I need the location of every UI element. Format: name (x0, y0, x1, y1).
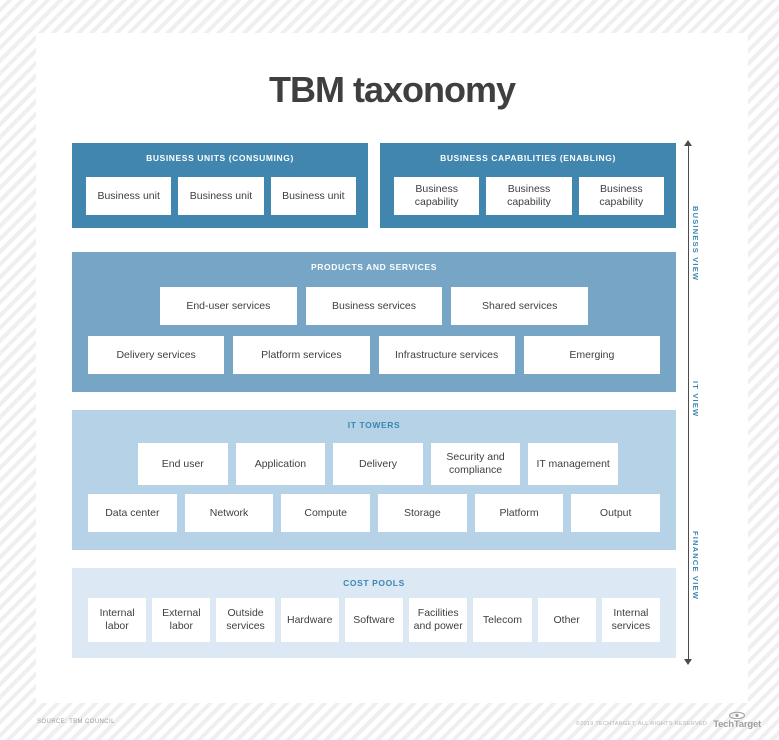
box-internal-services: Internal services (601, 598, 660, 642)
section-it-towers: IT TOWERS End user Application Delivery … (72, 410, 676, 550)
box-platform: Platform (474, 494, 564, 532)
box-data-center: Data center (88, 494, 177, 532)
box-shared-services: Shared services (451, 287, 589, 325)
section-business-capabilities: BUSINESS CAPABILITIES (ENABLING) Busines… (380, 143, 676, 228)
techtarget-logo: TechTarget (713, 710, 761, 730)
box-it-management: IT management (528, 443, 618, 485)
view-axis-line (688, 145, 689, 660)
box-compute: Compute (281, 494, 371, 532)
box-end-user: End user (138, 443, 228, 485)
copyright-text: ©2019 TECHTARGET, ALL RIGHTS RESERVED (575, 721, 708, 727)
section-business-capabilities-header: BUSINESS CAPABILITIES (ENABLING) (440, 153, 616, 163)
view-label-it: IT VIEW (691, 381, 700, 418)
box-outside-services: Outside services (216, 598, 275, 642)
view-label-business: BUSINESS VIEW (691, 206, 700, 282)
arrow-up-icon (684, 140, 692, 146)
business-units-row: Business unit Business unit Business uni… (86, 177, 356, 215)
footer-right: ©2019 TECHTARGET, ALL RIGHTS RESERVED Te… (576, 710, 761, 730)
box-emerging: Emerging (523, 336, 660, 374)
business-capabilities-row: Business capability Business capability … (394, 177, 664, 215)
source-note: SOURCE: TBM COUNCIL (37, 719, 115, 725)
box-security-compliance: Security and compliance (430, 443, 521, 485)
box-storage: Storage (378, 494, 467, 532)
box-business-capability: Business capability (486, 177, 572, 215)
box-business-unit: Business unit (178, 177, 264, 215)
box-internal-labor: Internal labor (88, 598, 147, 642)
section-business-units: BUSINESS UNITS (CONSUMING) Business unit… (72, 143, 368, 228)
box-delivery: Delivery (333, 443, 423, 485)
section-business-units-header: BUSINESS UNITS (CONSUMING) (146, 153, 294, 163)
products-services-row-2: Delivery services Platform services Infr… (88, 336, 660, 374)
view-label-finance: FINANCE VIEW (691, 531, 700, 600)
page-title: TBM taxonomy (268, 69, 516, 110)
cost-pools-row: Internal labor External labor Outside se… (88, 598, 660, 642)
box-network: Network (184, 494, 274, 532)
eye-icon (729, 711, 746, 719)
box-business-capability: Business capability (578, 177, 664, 215)
box-business-services: Business services (305, 287, 443, 325)
section-cost-pools-header: COST POOLS (343, 578, 405, 588)
box-external-labor: External labor (152, 598, 211, 642)
box-delivery-services: Delivery services (88, 336, 225, 374)
box-facilities-power: Facilities and power (409, 598, 468, 642)
box-end-user-services: End-user services (160, 287, 297, 325)
products-services-row-1: End-user services Business services Shar… (160, 287, 589, 325)
box-other: Other (537, 598, 596, 642)
box-infrastructure-services: Infrastructure services (378, 336, 515, 374)
arrow-down-icon (684, 659, 692, 665)
section-it-towers-header: IT TOWERS (347, 420, 401, 430)
it-towers-row-2: Data center Network Compute Storage Plat… (88, 494, 661, 532)
box-business-capability: Business capability (394, 177, 480, 215)
box-application: Application (235, 443, 326, 485)
section-products-services-header: PRODUCTS AND SERVICES (311, 262, 437, 272)
box-software: Software (344, 598, 404, 642)
box-output: Output (571, 494, 661, 532)
box-hardware: Hardware (280, 598, 339, 642)
box-business-unit: Business unit (270, 177, 356, 215)
techtarget-logo-text: TechTarget (713, 719, 761, 730)
box-telecom: Telecom (473, 598, 532, 642)
box-platform-services: Platform services (233, 336, 370, 374)
box-business-unit: Business unit (86, 177, 172, 215)
section-products-services: PRODUCTS AND SERVICES End-user services … (72, 252, 676, 392)
it-towers-row-1: End user Application Delivery Security a… (138, 443, 618, 485)
section-cost-pools: COST POOLS Internal labor External labor… (72, 568, 676, 658)
diagram-card: TBM taxonomy BUSINESS UNITS (CONSUMING) … (36, 33, 748, 703)
